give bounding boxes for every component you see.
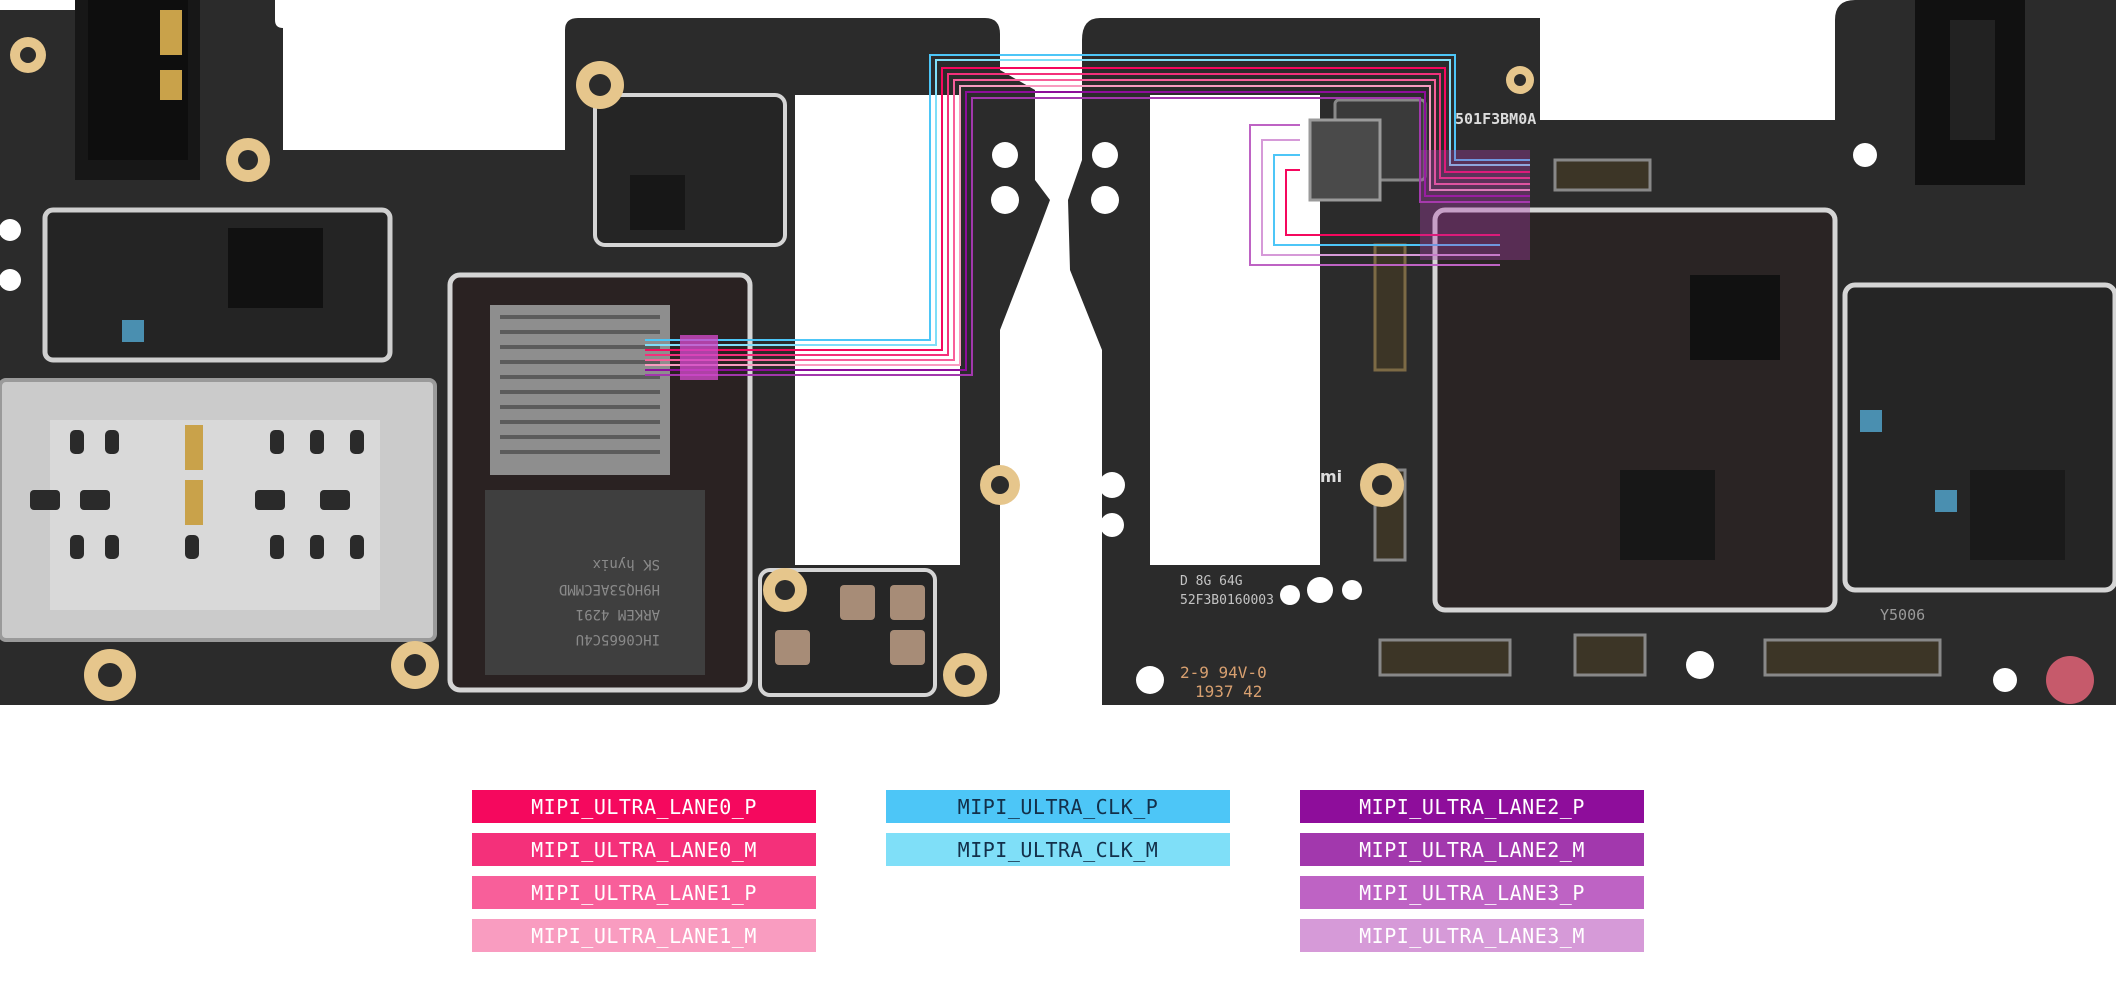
legend-column-clock: MIPI_ULTRA_CLK_P MIPI_ULTRA_CLK_M bbox=[886, 790, 1230, 866]
left-board: IHC0665C4U ARKEM 4291 H9HQ53AECMMD SK hy… bbox=[0, 0, 1050, 705]
legend-mipi-ultra-lane1-p: MIPI_ULTRA_LANE1_P bbox=[472, 876, 816, 909]
legend-mipi-ultra-lane2-m: MIPI_ULTRA_LANE2_M bbox=[1300, 833, 1644, 866]
legend-mipi-ultra-lane1-m: MIPI_ULTRA_LANE1_M bbox=[472, 919, 816, 952]
memory-marking-3: H9HQ53AECMMD bbox=[559, 581, 660, 597]
memory-marking-4: SK hynix bbox=[593, 556, 660, 572]
memory-marking-1: IHC0665C4U bbox=[576, 631, 660, 647]
pcb-marking-logo: mi bbox=[1320, 467, 1342, 486]
legend-mipi-ultra-lane0-p: MIPI_ULTRA_LANE0_P bbox=[472, 790, 816, 823]
left-board-cutout bbox=[795, 95, 960, 565]
pcb-marking-rating: 2-9 94V-0 bbox=[1180, 663, 1267, 682]
legend-mipi-ultra-lane0-m: MIPI_ULTRA_LANE0_M bbox=[472, 833, 816, 866]
test-pad bbox=[2046, 656, 2094, 704]
pcb-diagram: IHC0665C4U ARKEM 4291 H9HQ53AECMMD SK hy… bbox=[0, 0, 2116, 705]
legend-column-lane0-1: MIPI_ULTRA_LANE0_P MIPI_ULTRA_LANE0_M MI… bbox=[472, 790, 816, 952]
pcb-marking-serial: 52F3B0160003 bbox=[1180, 593, 1274, 608]
legend-mipi-ultra-lane3-m: MIPI_ULTRA_LANE3_M bbox=[1300, 919, 1644, 952]
legend-mipi-ultra-lane2-p: MIPI_ULTRA_LANE2_P bbox=[1300, 790, 1644, 823]
memory-chip bbox=[485, 490, 705, 675]
display-connector bbox=[1308, 118, 1382, 202]
legend-mipi-ultra-clk-m: MIPI_ULTRA_CLK_M bbox=[886, 833, 1230, 866]
right-board-cutout bbox=[1150, 95, 1320, 565]
legend-mipi-ultra-clk-p: MIPI_ULTRA_CLK_P bbox=[886, 790, 1230, 823]
memory-marking-2: ARKEM 4291 bbox=[576, 606, 660, 622]
right-board: 501F3BM0A D 8G 64G 52F3B0160003 2-9 94V-… bbox=[1068, 0, 2116, 705]
pcb-marking-id: 501F3BM0A bbox=[1455, 110, 1536, 128]
pmic-mipi-pads bbox=[1420, 150, 1530, 260]
pcb-marking-model: Y5006 bbox=[1880, 606, 1925, 624]
pcb-marking-date: 1937 42 bbox=[1195, 682, 1262, 701]
soc-mipi-pads bbox=[680, 335, 718, 380]
legend-mipi-ultra-lane3-p: MIPI_ULTRA_LANE3_P bbox=[1300, 876, 1644, 909]
mipi-traces bbox=[645, 54, 1530, 376]
legend-column-lane2-3: MIPI_ULTRA_LANE2_P MIPI_ULTRA_LANE2_M MI… bbox=[1300, 790, 1644, 952]
pcb-marking-config: D 8G 64G bbox=[1180, 574, 1243, 589]
